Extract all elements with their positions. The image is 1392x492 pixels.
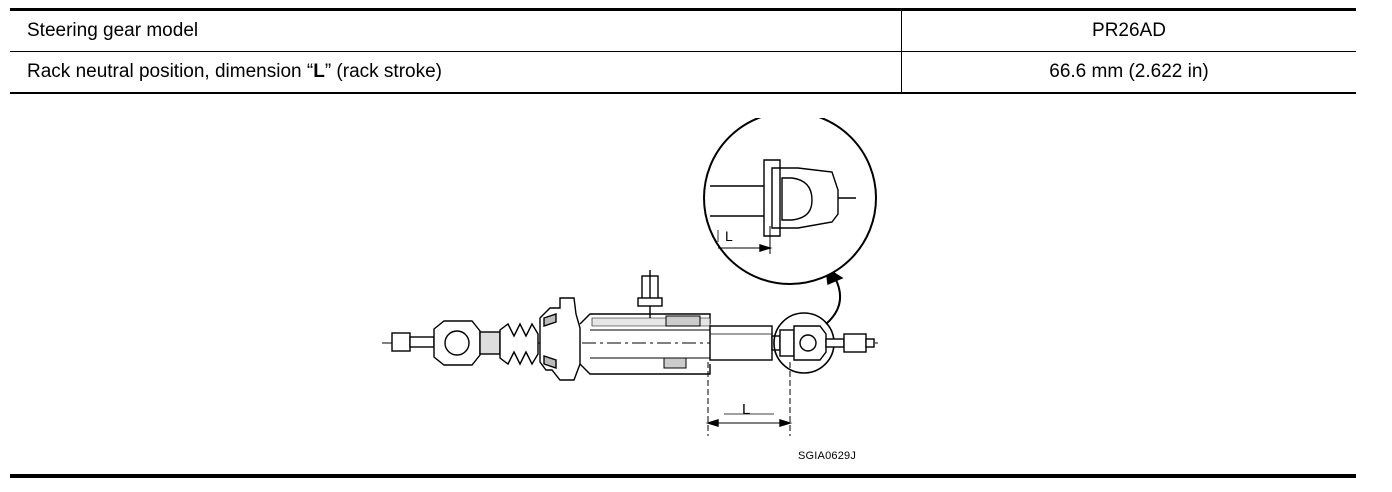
- row-label-steering-gear-model: Steering gear model: [10, 9, 902, 52]
- row-value-rack-stroke: 66.6 mm (2.622 in): [901, 51, 1356, 93]
- left-boot: [499, 322, 539, 366]
- label-prefix: Rack neutral position, dimension “: [27, 61, 314, 82]
- spec-table: Steering gear model PR26AD Rack neutral …: [10, 8, 1356, 94]
- rack-tube: [709, 325, 781, 361]
- left-tie-rod-end: [391, 320, 501, 366]
- dimension-label-l: L: [742, 401, 750, 418]
- table-row: Rack neutral position, dimension “L” (ra…: [10, 51, 1356, 94]
- row-value-steering-gear-model: PR26AD: [901, 9, 1356, 52]
- magnified-detail: [703, 118, 877, 285]
- figure-code: SGIA0629J: [798, 450, 857, 462]
- right-rack-end: [773, 312, 875, 374]
- bottom-dimension: [705, 362, 793, 436]
- steering-gear-diagram: L L: [382, 118, 880, 436]
- row-label-rack-neutral-position: Rack neutral position, dimension “L” (ra…: [10, 52, 902, 94]
- table-row: Steering gear model PR26AD: [10, 9, 1356, 52]
- pinion-valve: [637, 270, 701, 369]
- detail-dimension-label-l: L: [725, 228, 733, 244]
- left-housing-end: [539, 297, 581, 381]
- bottom-rule: [10, 474, 1356, 478]
- label-suffix: ” (rack stroke): [324, 61, 442, 82]
- label-bold-l: L: [313, 61, 325, 82]
